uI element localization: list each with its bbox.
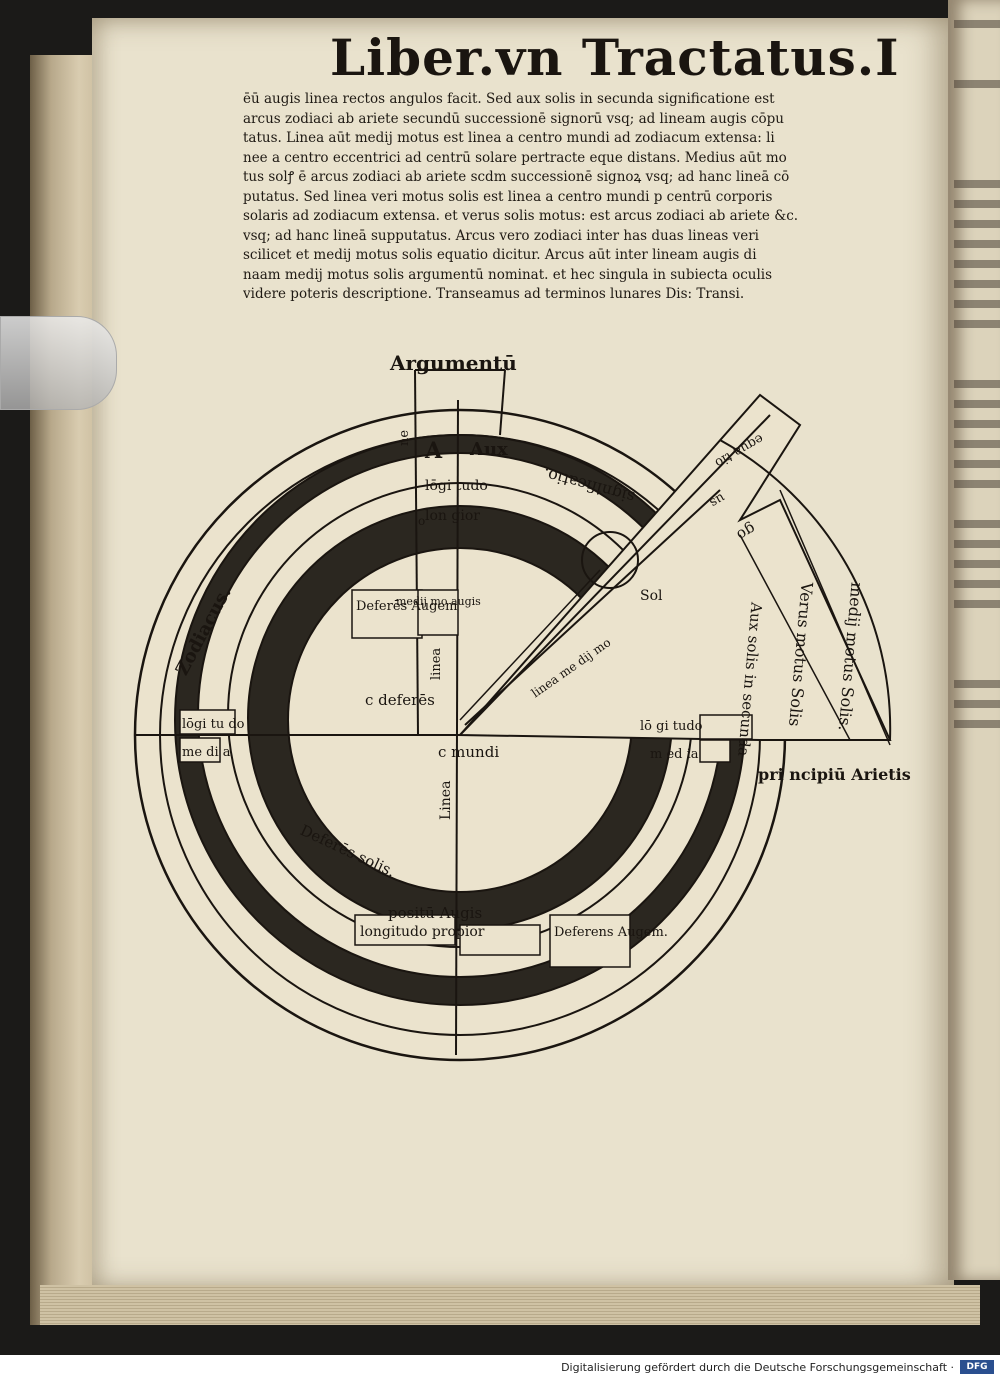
c-mundi-label: c mundi bbox=[438, 743, 499, 761]
argumentum-right-line bbox=[499, 369, 506, 436]
motus-wedge bbox=[457, 393, 892, 741]
text-line: ēū augis linea rectos angulos facit. Sed… bbox=[243, 91, 775, 107]
deferens-augem-bottom-label: Deferens Augem. bbox=[554, 925, 668, 940]
page-title: Liber.vn Tractatus.I bbox=[330, 28, 900, 87]
deferens-augem-box-bottom bbox=[549, 914, 631, 968]
media-right-box bbox=[699, 739, 731, 763]
longitudo-right-box bbox=[699, 714, 753, 740]
text-line: scilicet et medij motus solis equatio di… bbox=[243, 247, 757, 263]
longitudo-right-label: lō gi tudo bbox=[640, 719, 703, 734]
footer-bar: Digitalisierung gefördert durch die Deut… bbox=[0, 1355, 1000, 1380]
longior-label: lon gior bbox=[425, 508, 480, 524]
text-line: naam medij motus solis argumentū nominat… bbox=[243, 266, 773, 283]
wedge-divider-1 bbox=[739, 534, 851, 741]
text-line: nee a centro eccentrici ad centrū solare… bbox=[243, 149, 787, 166]
facing-page bbox=[948, 0, 1000, 1280]
o-label: o bbox=[418, 514, 425, 528]
linea-upper-label: linea bbox=[429, 648, 444, 680]
medij-motus-inner-line bbox=[459, 569, 601, 721]
augis-line bbox=[455, 399, 459, 1056]
longitudo-top-label: lōgi tudo bbox=[425, 478, 488, 494]
ne-label: ne bbox=[397, 430, 412, 446]
bleed-through-text bbox=[240, 840, 880, 1056]
media-left-label: me di a bbox=[182, 745, 231, 760]
medij-mo-augis-box bbox=[417, 589, 459, 636]
footer-text: Digitalisierung gefördert durch die Deut… bbox=[561, 1361, 954, 1374]
wedge-divider-2 bbox=[779, 489, 891, 746]
longitudo-propior-label: longitudo propior bbox=[360, 924, 485, 940]
dfg-logo: DFG bbox=[960, 1360, 994, 1374]
us-label: us bbox=[707, 490, 728, 511]
sun-circle bbox=[581, 531, 639, 589]
verus-motus-line bbox=[464, 489, 721, 726]
longitudo-left-label: lōgi tu do bbox=[182, 717, 245, 732]
medij-mo-augis-label: medij mo augis bbox=[396, 595, 481, 608]
text-line: arcus zodiaci ab ariete secundū successi… bbox=[243, 110, 784, 127]
deferens-augem-box-top bbox=[351, 589, 423, 639]
media-right-label: m ed ia bbox=[650, 747, 699, 762]
longitudo-left-box bbox=[179, 709, 236, 735]
solar-eccentric-diagram: Argumentū Zodiacus. significatio. Aux A … bbox=[133, 351, 911, 1062]
sol-label: Sol bbox=[640, 588, 663, 604]
argumentum-left-line bbox=[414, 369, 419, 736]
page-clip bbox=[0, 316, 117, 410]
text-line: videre poteris descriptione. Transeamus … bbox=[243, 286, 745, 302]
propior-box bbox=[459, 924, 541, 956]
principium-arietis-label: pri ncipiū Arietis bbox=[758, 765, 911, 784]
aux-label: Aux bbox=[469, 439, 508, 460]
argumentum-label: Argumentū bbox=[389, 351, 517, 375]
positu-augis-label: positū Augis bbox=[388, 904, 482, 922]
text-line: tus solꝭ ē arcus zodiaci ab ariete scdm … bbox=[243, 169, 790, 185]
text-line: putatus. Sed linea veri motus solis est … bbox=[243, 188, 773, 205]
linea-lower-label: Linea bbox=[438, 781, 454, 820]
c-deferens-label: c deferēs bbox=[365, 691, 435, 709]
text-line: solaris ad zodiacum extensa. et verus so… bbox=[243, 208, 799, 224]
text-line: vsq; ad hanc lineā supputatus. Arcus ver… bbox=[243, 227, 759, 244]
text-line: tatus. Linea aūt medij motus est linea a… bbox=[243, 130, 775, 146]
body-paragraph: ēū augis linea rectos angulos facit. Sed… bbox=[243, 90, 863, 305]
aux-letter-label: A bbox=[424, 438, 443, 464]
deferens-augem-top-label: Deferēs Augem bbox=[356, 599, 457, 614]
media-left-box bbox=[179, 737, 221, 763]
book-edge bbox=[30, 55, 100, 1325]
page-stack-bottom bbox=[40, 1285, 980, 1325]
wedge-arc bbox=[719, 439, 892, 741]
longitudo-box bbox=[354, 914, 456, 946]
